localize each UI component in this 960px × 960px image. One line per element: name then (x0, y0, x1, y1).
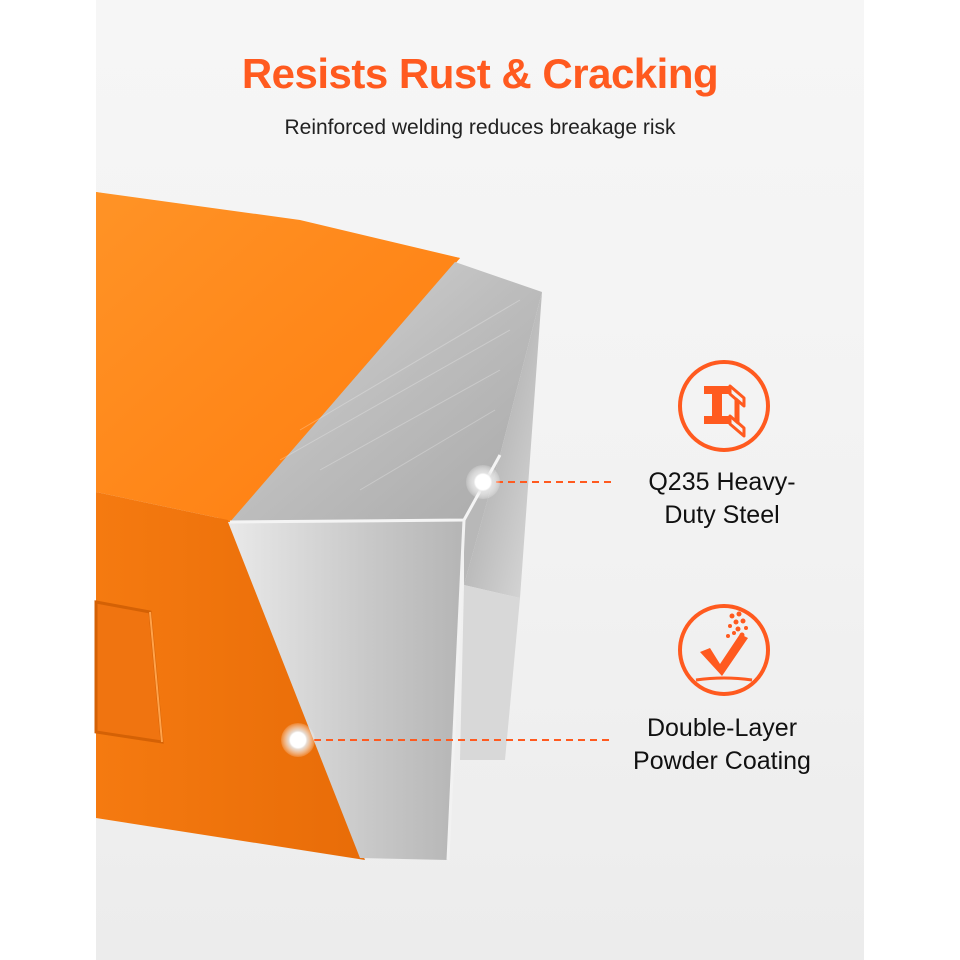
steel-top-face (230, 262, 542, 522)
steel-front-face (228, 520, 464, 860)
page-title: Resists Rust & Cracking (241, 50, 719, 97)
feature-coating-line1: Double-Layer (646, 714, 798, 742)
steel-inner-cavity (464, 292, 542, 598)
feature-steel-line2: Duty Steel (664, 501, 780, 529)
feature-coating-line2: Powder Coating (633, 747, 811, 775)
powder-coating-icon (678, 604, 770, 696)
feature-label-steel: Q235 Heavy- Duty Steel (592, 466, 852, 532)
orange-tube-front (96, 192, 460, 520)
orange-tube-side (96, 492, 365, 860)
side-emboss (94, 600, 164, 744)
page-subtitle: Reinforced welding reduces breakage risk (284, 116, 676, 139)
feature-steel-line1: Q235 Heavy- (648, 468, 796, 496)
steel-i-beam-icon (678, 360, 770, 452)
feature-label-coating: Double-Layer Powder Coating (592, 712, 852, 778)
